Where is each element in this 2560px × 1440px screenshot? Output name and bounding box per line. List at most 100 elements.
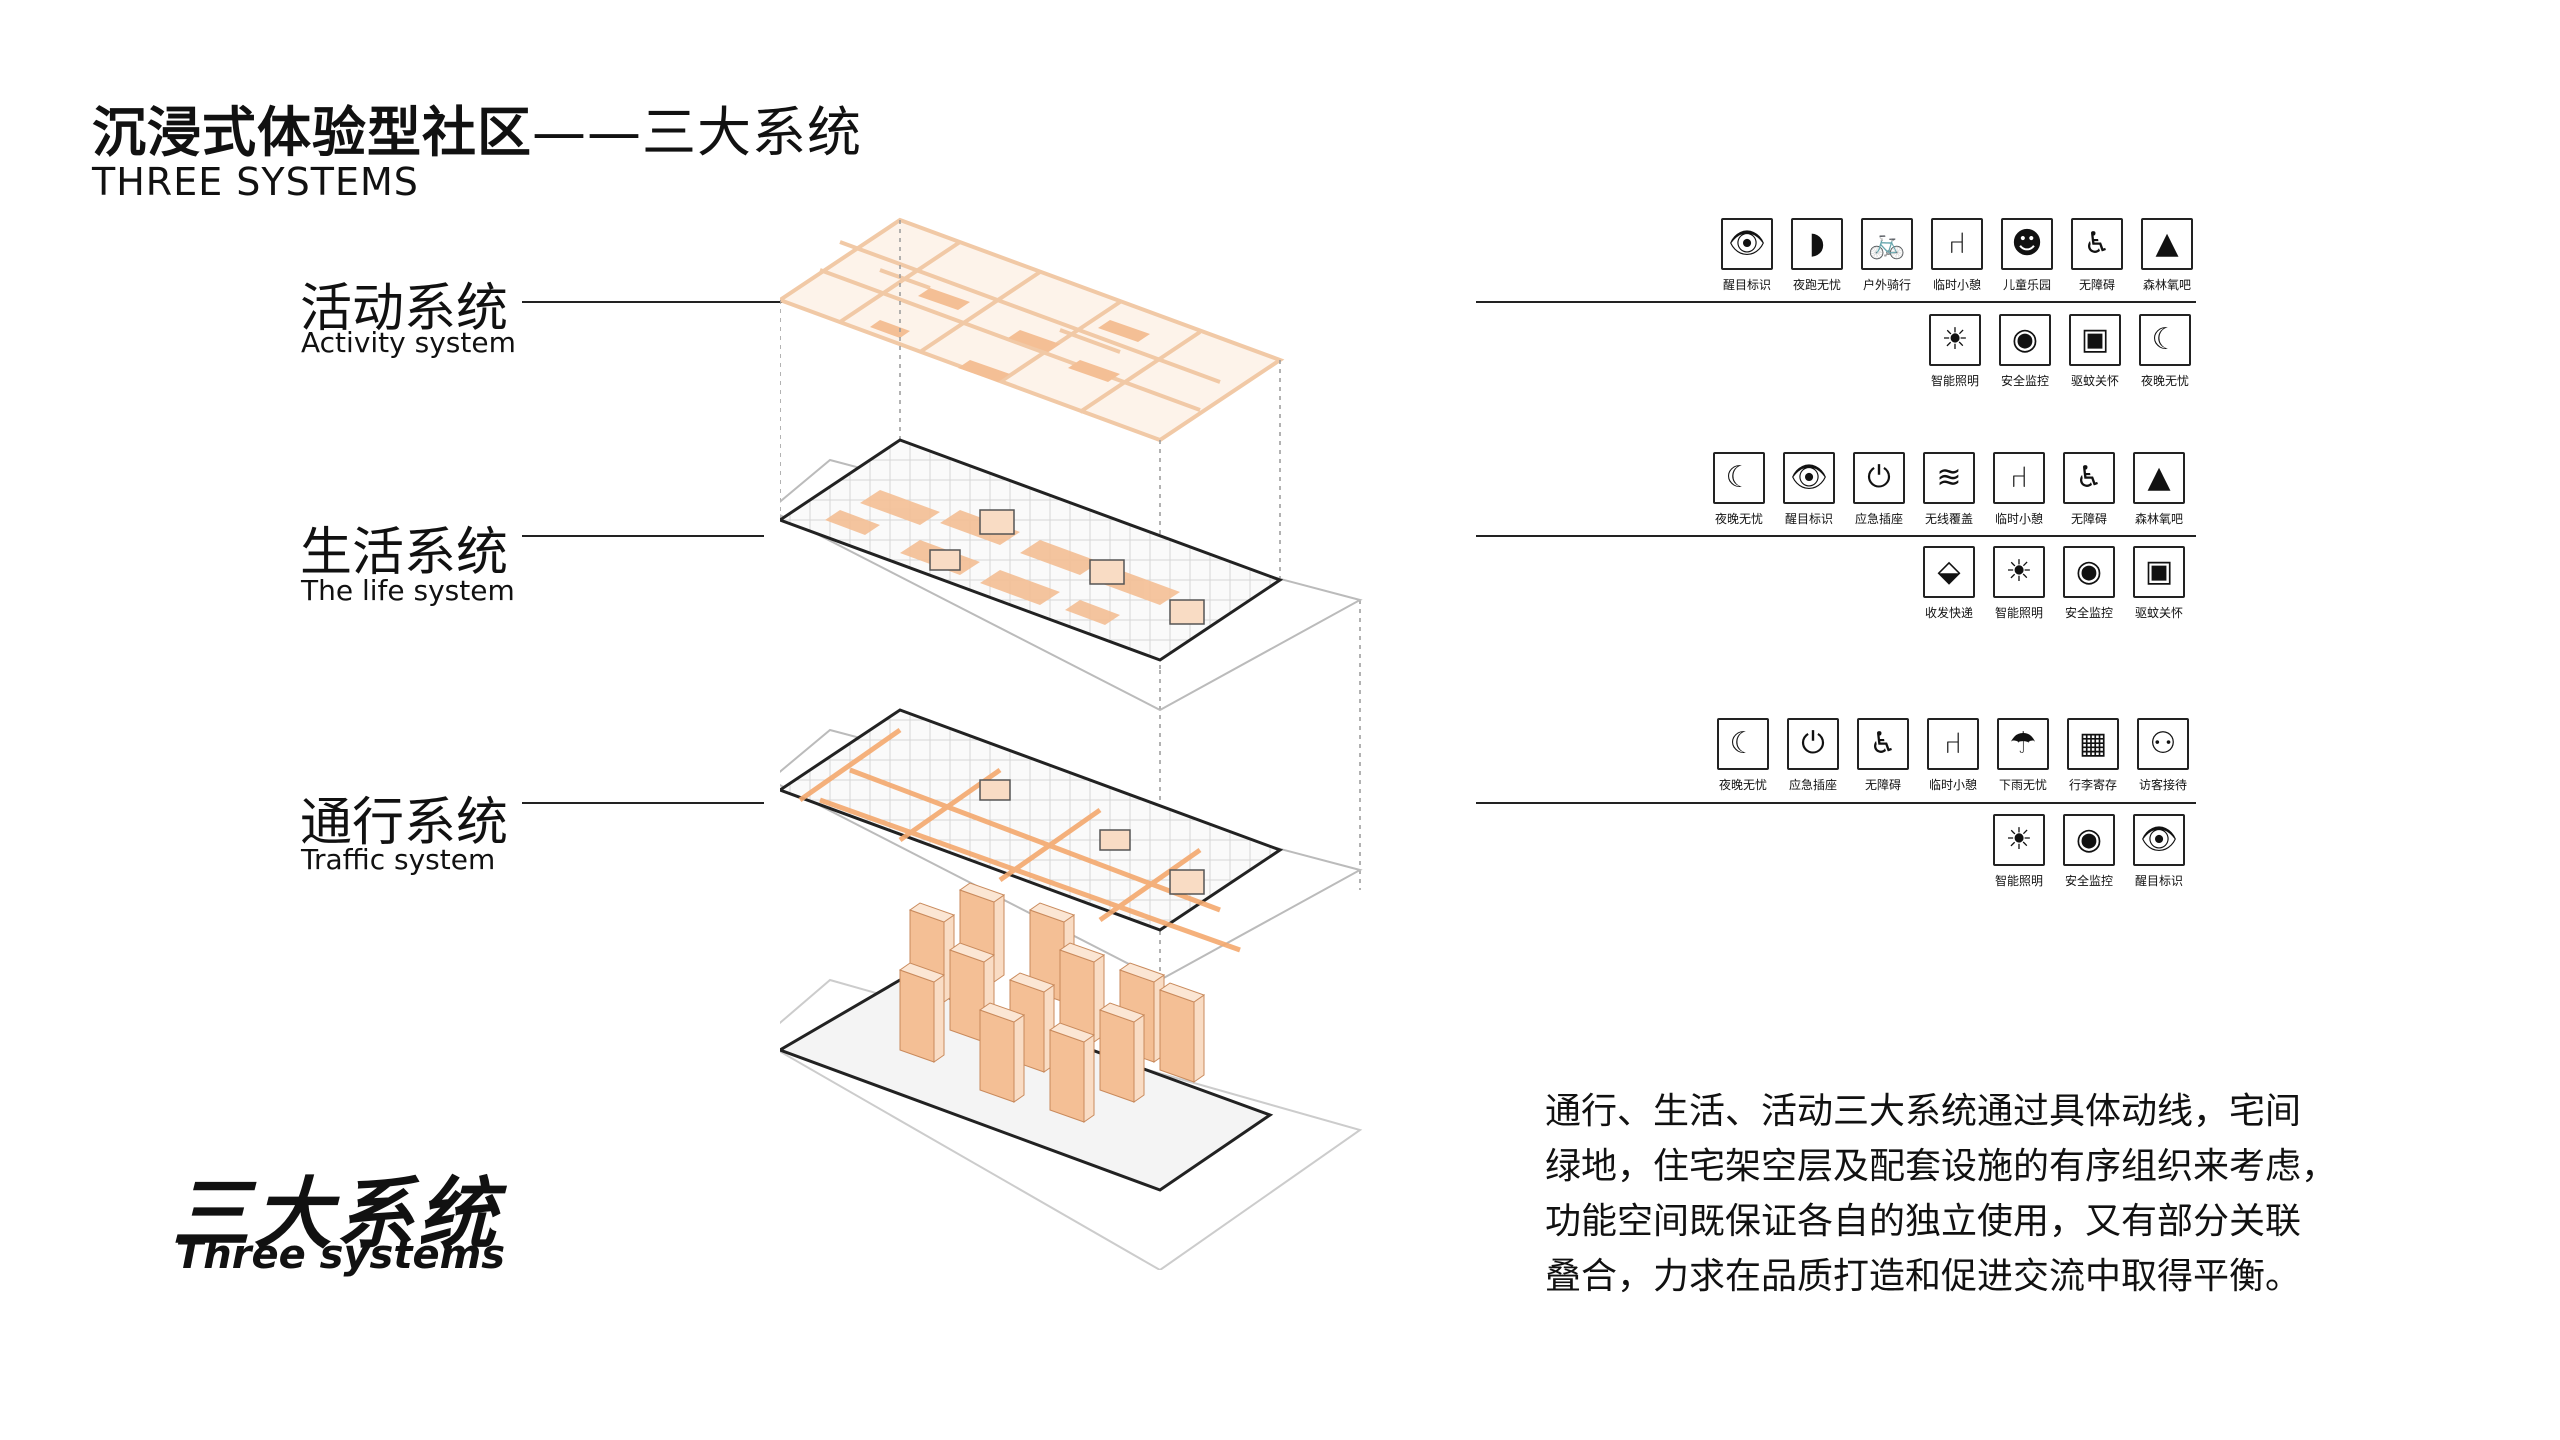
facility-icon-item: ☂ 下雨无忧 bbox=[1994, 718, 2052, 793]
page-title: 沉浸式体验型社区——三大系统 bbox=[92, 88, 862, 167]
tree-icon: ▲ bbox=[2133, 452, 2185, 504]
facility-icon-item: 👁 醒目标识 bbox=[1780, 452, 1838, 527]
facility-icon-label: 醒目标识 bbox=[1722, 278, 1771, 292]
facility-icon-item: ⑁临时小憩 bbox=[1990, 452, 2048, 527]
traffic-icons-line bbox=[1476, 802, 2196, 804]
facility-icon-item: ⑁临时小憩 bbox=[1924, 718, 1982, 793]
facility-icon-label: 夜晚无忧 bbox=[1718, 778, 1767, 792]
moon-icon: ☾ bbox=[2139, 314, 2191, 366]
building-block bbox=[1099, 1009, 1135, 1103]
traffic-system-label-en: Traffic system bbox=[301, 843, 496, 876]
rain-icon: ☂ bbox=[1997, 718, 2049, 770]
seat-icon: ⑁ bbox=[1993, 452, 2045, 504]
locker-icon: ▦ bbox=[2067, 718, 2119, 770]
facility-icon-item: ♿ 无障碍 bbox=[1854, 718, 1912, 793]
eye-icon: 👁 bbox=[1721, 218, 1773, 270]
activity-system-label-en: Activity system bbox=[301, 326, 516, 359]
facility-icon-label: 儿童乐园 bbox=[2002, 278, 2051, 292]
facility-icon-item: ▲森林氧吧 bbox=[2130, 452, 2188, 527]
facility-icon-item: ☾ 夜晚无忧 bbox=[2136, 314, 2194, 389]
title-main: 沉浸式体验型社区 bbox=[92, 101, 532, 164]
wheelchair-icon: ♿ bbox=[1857, 718, 1909, 770]
facility-icon-item: ☀智能照明 bbox=[1990, 546, 2048, 621]
activity-layer bbox=[780, 217, 1285, 443]
facility-icon-label: 智能照明 bbox=[1994, 606, 2043, 620]
camera-icon: ◉ bbox=[2063, 546, 2115, 598]
reception-icon: ⚇ bbox=[2137, 718, 2189, 770]
facility-icon-item: ☀智能照明 bbox=[1926, 314, 1984, 389]
facility-icon-label: 安全监控 bbox=[2064, 606, 2113, 620]
building-block-roof bbox=[1098, 1002, 1146, 1023]
facility-icon-label: 无障碍 bbox=[2070, 512, 2107, 526]
facility-icon-label: 醒目标识 bbox=[1784, 512, 1833, 526]
facility-icon-label: 无障碍 bbox=[1864, 778, 1901, 792]
facility-icon-item: ◉安全监控 bbox=[1996, 314, 2054, 389]
facility-icon-item: ⏻应急插座 bbox=[1784, 718, 1842, 793]
building-block-roof bbox=[1158, 982, 1206, 1003]
socket-icon: ⏻ bbox=[1853, 452, 1905, 504]
facility-icon-label: 应急插座 bbox=[1788, 778, 1837, 792]
activity-icons-row-1: 👁醒目标识◗夜跑无忧🚲户外骑行⑁临时小憩☻儿童乐园♿无障碍▲森林氧吧 bbox=[1718, 218, 2196, 293]
life-icons-line bbox=[1476, 535, 2196, 537]
title-suffix: ——三大系统 bbox=[532, 101, 862, 164]
eye-icon: 👁 bbox=[1783, 452, 1835, 504]
life-icons-row-1: ☾夜晚无忧👁醒目标识⏻应急插座≋无线覆盖⑁临时小憩♿无障碍▲森林氧吧 bbox=[1710, 452, 2188, 527]
summary-title-en: Three systems bbox=[176, 1232, 506, 1278]
description-line: 绿地，住宅架空层及配套设施的有序组织来考虑， bbox=[1545, 1146, 2338, 1187]
activity-icons-row-2: ☀智能照明◉安全监控 ▣ 驱蚊关怀 ☾ 夜晚无忧 bbox=[1926, 314, 2194, 389]
facility-icon-label: 应急插座 bbox=[1854, 512, 1903, 526]
building-block bbox=[949, 949, 985, 1043]
tree-icon: ▲ bbox=[2141, 218, 2193, 270]
building-block-roof bbox=[908, 902, 956, 923]
life-layer bbox=[780, 438, 1363, 712]
facility-icon-label: 夜跑无忧 bbox=[1792, 278, 1841, 292]
building-block-roof bbox=[1118, 962, 1166, 983]
building-block bbox=[1049, 1029, 1085, 1123]
facility-icon-item: ◉ 安全监控 bbox=[2060, 546, 2118, 621]
seat-icon: ⑁ bbox=[1931, 218, 1983, 270]
description-line: 通行、生活、活动三大系统通过具体动线，宅间 bbox=[1545, 1091, 2302, 1132]
facility-icon-label: 夜晚无忧 bbox=[1714, 512, 1763, 526]
repellent-icon: ▣ bbox=[2133, 546, 2185, 598]
building-block bbox=[1159, 989, 1195, 1083]
building-block-roof bbox=[978, 1002, 1026, 1023]
camera-icon: ◉ bbox=[2063, 814, 2115, 866]
facility-icon-item: ⚇访客接待 bbox=[2134, 718, 2192, 793]
building-block-roof bbox=[1028, 902, 1076, 923]
facility-icon-label: 醒目标识 bbox=[2134, 874, 2183, 888]
life-leader-line bbox=[522, 535, 764, 537]
facility-icon-label: 智能照明 bbox=[1994, 874, 2043, 888]
facility-icon-item: ▦ 行李寄存 bbox=[2064, 718, 2122, 793]
moon-icon: ☾ bbox=[1717, 718, 1769, 770]
facility-icon-item: ⏻ 应急插座 bbox=[1850, 452, 1908, 527]
facility-icon-item: ≋无线覆盖 bbox=[1920, 452, 1978, 527]
description-line: 叠合，力求在品质打造和促进交流中取得平衡。 bbox=[1545, 1256, 2302, 1297]
facility-icon-item: ☻ 儿童乐园 bbox=[1998, 218, 2056, 293]
building-block bbox=[979, 1009, 1015, 1103]
activity-leader-line bbox=[522, 301, 876, 303]
exploded-axonometric-diagram bbox=[780, 217, 1363, 1270]
repellent-icon: ▣ bbox=[2069, 314, 2121, 366]
traffic-leader-line bbox=[522, 802, 764, 804]
facility-icon-item: ◉ 安全监控 bbox=[2060, 814, 2118, 889]
facility-icon-item: ⑁临时小憩 bbox=[1928, 218, 1986, 293]
facility-icon-label: 无障碍 bbox=[2078, 278, 2115, 292]
eye-icon: 👁 bbox=[2133, 814, 2185, 866]
track-icon: ◗ bbox=[1791, 218, 1843, 270]
facility-icon-item: ☾ 夜晚无忧 bbox=[1710, 452, 1768, 527]
playground-icon: ☻ bbox=[2001, 218, 2053, 270]
facility-icon-label: 夜晚无忧 bbox=[2140, 374, 2189, 388]
description-paragraph: 通行、生活、活动三大系统通过具体动线，宅间 绿地，住宅架空层及配套设施的有序组织… bbox=[1545, 1084, 2385, 1304]
facility-icon-label: 驱蚊关怀 bbox=[2070, 374, 2119, 388]
building-block-side bbox=[933, 974, 945, 1063]
facility-icon-item: ♿无障碍 bbox=[2068, 218, 2126, 293]
building-block-roof bbox=[1048, 1022, 1096, 1043]
moon-icon: ☾ bbox=[1713, 452, 1765, 504]
life-icons-row-2: ⬙收发快递☀智能照明◉安全监控▣驱蚊关怀 bbox=[1920, 546, 2188, 621]
facility-icon-item: ◗ 夜跑无忧 bbox=[1788, 218, 1846, 293]
facility-icon-label: 下雨无忧 bbox=[1998, 778, 2047, 792]
facility-icon-label: 智能照明 bbox=[1930, 374, 1979, 388]
facility-icon-label: 行李寄存 bbox=[2068, 778, 2117, 792]
facility-icon-label: 安全监控 bbox=[2064, 874, 2113, 888]
facility-icon-label: 驱蚊关怀 bbox=[2134, 606, 2183, 620]
